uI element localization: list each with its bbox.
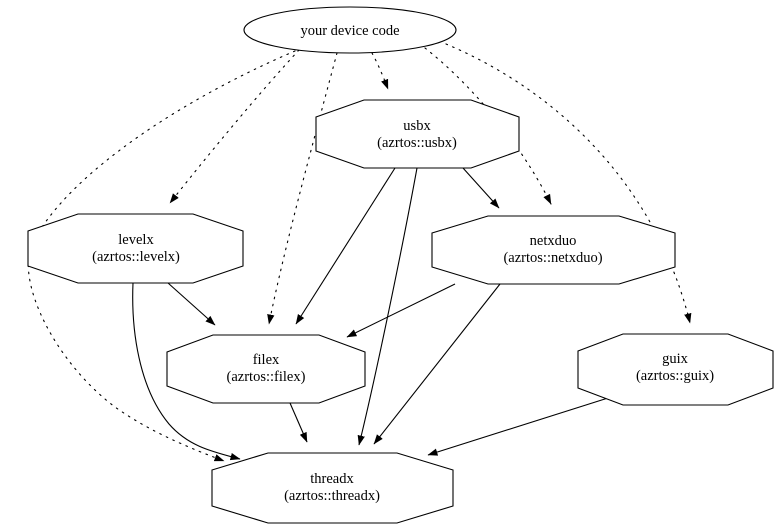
filex-sublabel: (azrtos::filex) bbox=[227, 369, 306, 385]
levelx-octagon bbox=[27, 213, 244, 284]
node-levelx: levelx (azrtos::levelx) bbox=[27, 213, 244, 284]
edge-device-code-to-filex bbox=[267, 52, 338, 325]
node-device-code: your device code bbox=[243, 6, 457, 54]
edge-levelx-to-threadx bbox=[132, 282, 241, 461]
filex-octagon bbox=[166, 334, 366, 404]
threadx-octagon bbox=[211, 452, 454, 524]
edge-device-code-to-usbx bbox=[371, 52, 389, 90]
edge-device-code-to-levelx bbox=[169, 49, 300, 204]
edge-device-code-to-threadx bbox=[27, 50, 296, 462]
netxduo-label: netxduo bbox=[530, 233, 577, 249]
threadx-sublabel: (azrtos::threadx) bbox=[284, 488, 380, 504]
levelx-label: levelx bbox=[118, 232, 154, 248]
edge-usbx-to-filex bbox=[295, 167, 396, 325]
node-threadx: threadx (azrtos::threadx) bbox=[211, 452, 454, 524]
node-guix: guix (azrtos::guix) bbox=[577, 333, 774, 406]
edge-netxduo-to-threadx bbox=[373, 283, 501, 445]
edge-filex-to-threadx bbox=[289, 402, 308, 443]
edge-netxduo-to-filex bbox=[346, 283, 456, 338]
device-code-ellipse bbox=[243, 6, 457, 54]
guix-octagon bbox=[577, 333, 774, 406]
usbx-octagon bbox=[315, 99, 520, 169]
nodes-layer: your device code usbx (azrtos::usbx) lev… bbox=[27, 6, 774, 524]
node-netxduo: netxduo (azrtos::netxduo) bbox=[431, 215, 676, 285]
usbx-sublabel: (azrtos::usbx) bbox=[377, 135, 457, 151]
filex-label: filex bbox=[253, 352, 280, 368]
node-filex: filex (azrtos::filex) bbox=[166, 334, 366, 404]
netxduo-sublabel: (azrtos::netxduo) bbox=[503, 250, 602, 266]
edge-device-code-to-guix bbox=[445, 43, 692, 324]
edge-levelx-to-filex bbox=[167, 282, 216, 326]
levelx-sublabel: (azrtos::levelx) bbox=[92, 249, 180, 265]
threadx-label: threadx bbox=[310, 471, 354, 487]
edge-usbx-to-netxduo bbox=[462, 167, 500, 209]
edge-guix-to-threadx bbox=[427, 397, 609, 456]
edges-layer bbox=[27, 43, 692, 462]
node-usbx: usbx (azrtos::usbx) bbox=[315, 99, 520, 169]
edge-usbx-to-threadx bbox=[357, 167, 418, 446]
guix-label: guix bbox=[662, 351, 689, 367]
device-code-label: your device code bbox=[300, 23, 399, 39]
usbx-label: usbx bbox=[403, 118, 431, 134]
netxduo-octagon bbox=[431, 215, 676, 285]
guix-sublabel: (azrtos::guix) bbox=[636, 368, 714, 384]
